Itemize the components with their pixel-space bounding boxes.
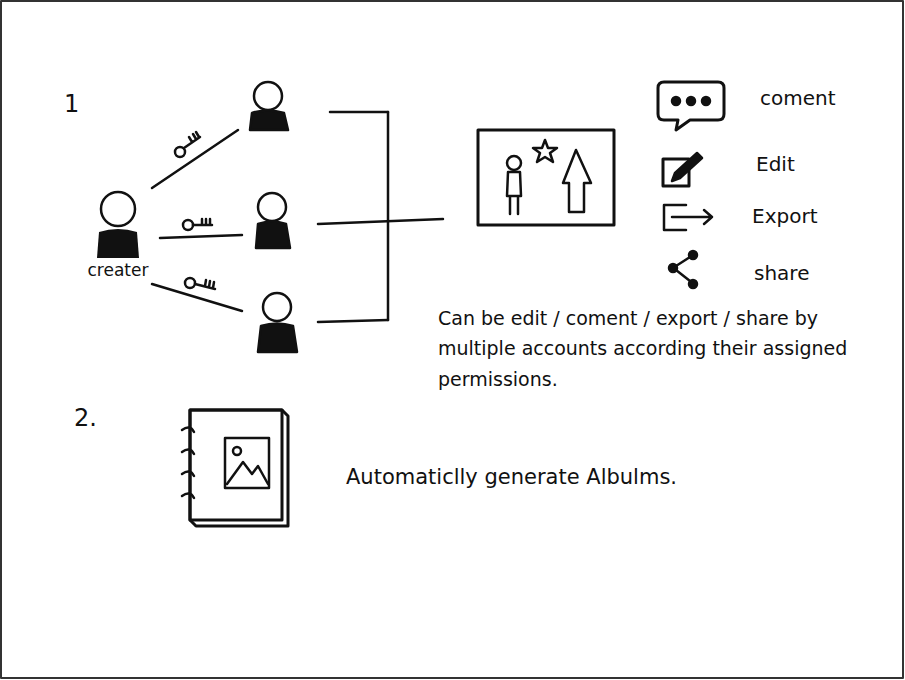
note-text: Can be edit / coment / export / share by… — [438, 303, 858, 394]
creator-figure: creater — [74, 188, 162, 280]
album-icon — [182, 410, 288, 526]
note-text: Automaticlly generate Albulms. — [346, 465, 677, 490]
user-icons — [250, 82, 297, 352]
action-label: coment — [760, 86, 836, 110]
action-label: Export — [752, 204, 817, 228]
action-label: Edit — [756, 152, 795, 176]
shared-picture — [478, 130, 614, 225]
key-lines — [152, 130, 242, 311]
person-icon — [76, 188, 160, 260]
action-icons — [658, 82, 724, 288]
callout-number: 1 — [64, 90, 79, 119]
node-label: creater — [74, 260, 162, 280]
action-label: share — [754, 261, 809, 285]
bracket-lines — [318, 112, 443, 322]
callout-number: 2. — [74, 404, 97, 433]
